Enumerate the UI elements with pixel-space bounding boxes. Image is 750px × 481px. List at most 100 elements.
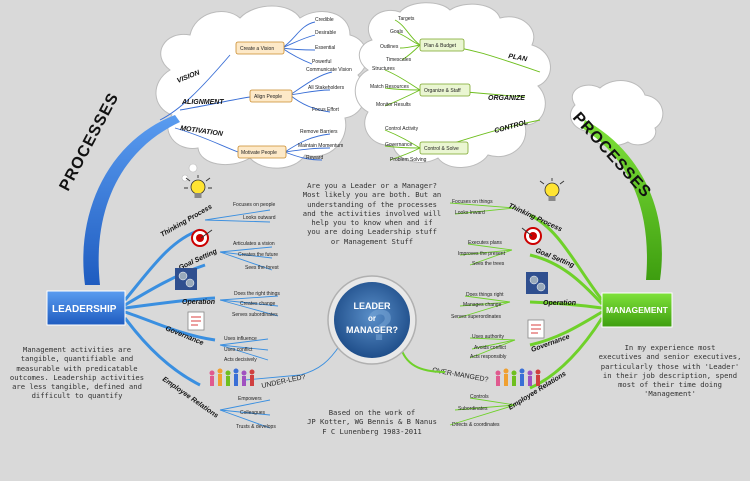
intro-line: help you to know when and if: [311, 218, 433, 228]
lightbulb-icon-left: [184, 175, 212, 198]
left-note-paragraph: Management activities are tangible, quan…: [2, 345, 152, 401]
m-manages-change: Manages change: [463, 302, 502, 308]
center-sphere[interactable]: ? LEADER or MANAGER?: [327, 275, 417, 365]
management-node[interactable]: [601, 292, 673, 328]
credits-paragraph: Based on the work of JP Kotter, WG Benni…: [292, 408, 452, 436]
intro-line: understanding of the processes: [307, 199, 437, 209]
document-icon-right: [527, 319, 545, 339]
m-subordinates: Subordinates: [458, 406, 488, 412]
intro-line: Are you a Leader or a Manager?: [307, 181, 437, 190]
intro-line: or Management Stuff: [330, 236, 414, 246]
leaf-all-stakeholders: All Stakeholders: [308, 85, 345, 91]
left-cloud-lines: [159, 21, 333, 161]
intro-line: you are doing Leadership stuff: [307, 227, 437, 237]
right-note-line: most of their time doing: [618, 380, 722, 390]
target-icon-left: [191, 229, 213, 247]
people-icon-left: [209, 368, 255, 386]
credits-line: Based on the work of: [328, 408, 416, 417]
leaf-credible: Credible: [315, 17, 334, 23]
leaf-outlines: Outlines: [380, 44, 399, 50]
l-creates-change: Creates change: [240, 301, 276, 307]
m-branch-operation: Operation: [543, 300, 576, 307]
left-note-line: are less tangible, defined and: [12, 382, 142, 392]
target-icon-right: [521, 227, 542, 245]
l-articulates-vision: Articulates a vision: [233, 241, 275, 247]
right-note-line: particularly those with 'Leader': [600, 361, 740, 371]
box-create-vision-label: Create a Vision: [240, 46, 274, 52]
leaf-reward: Reward: [306, 155, 323, 161]
left-note-line: tangible, quantifiable and: [20, 354, 134, 364]
management-title: MANAGEMENT: [606, 305, 669, 315]
leaf-goals: Goals: [390, 29, 404, 35]
l-uses-influence: Uses influence: [224, 336, 257, 342]
credits-line: F C Lunenberg 1983-2011: [322, 426, 422, 436]
leadership-branches: [123, 228, 216, 387]
m-controls: Controls: [470, 394, 489, 400]
leaf-maintain-momentum: Maintain Momentum: [298, 143, 343, 149]
gears-icon-left: [175, 268, 197, 290]
lightbulb-icon-right: [539, 178, 565, 201]
m-looks-inward: Looks Inward: [455, 210, 485, 216]
leaf-governance: Governance: [385, 142, 412, 148]
leaf-timescales: Timescales: [386, 57, 412, 63]
box-control-solve[interactable]: [419, 141, 469, 155]
l-focuses-people: Focuses on people: [233, 202, 275, 208]
leaf-targets: Targets: [398, 16, 415, 22]
branch-alignment: ALIGNMENT: [181, 99, 224, 106]
over-managed-tag: OVER-MANGED?: [432, 367, 489, 384]
l-looks-outward: Looks outward: [243, 215, 276, 221]
center-line1: LEADER: [353, 301, 391, 311]
l-empowers: Empowers: [238, 396, 262, 402]
box-organize-staff[interactable]: [419, 83, 471, 97]
leaf-control-activity: Control Activity: [385, 126, 419, 132]
center-line3: MANAGER?: [346, 325, 398, 335]
leaf-powerful: Powerful: [312, 59, 331, 65]
box-motivate-people[interactable]: [237, 145, 287, 159]
left-note-line: Management activities are: [22, 345, 132, 354]
intro-paragraph: Are you a Leader or a Manager? Most like…: [292, 181, 452, 246]
leaf-focus-effort: Focus Effort: [312, 107, 339, 113]
leaf-monitor-results: Monitor Results: [376, 102, 411, 108]
m-acts-responsibly: Acts responsibly: [470, 354, 507, 360]
branch-organize: ORGANIZE: [488, 95, 525, 102]
box-align-people[interactable]: [249, 89, 293, 103]
leadership-node[interactable]: [46, 290, 126, 326]
right-note-line: in their job description, spend: [602, 370, 738, 380]
m-directs-coordinates: Directs & coordinates: [452, 422, 500, 428]
cloud-small-left: [181, 163, 198, 182]
l-serves-subordinates: Serves subordinates: [232, 312, 278, 318]
m-improves-present: Improves the present: [458, 251, 506, 257]
l-colleagues: Colleagues: [240, 410, 266, 416]
l-right-things: Does the right things: [234, 291, 280, 297]
box-plan-budget[interactable]: [419, 38, 465, 52]
leadership-title: LEADERSHIP: [52, 304, 117, 315]
intro-line: Most likely you are both. But an: [302, 190, 442, 200]
leaf-problem-solving: Problem Solving: [390, 157, 427, 163]
l-creates-future: Creates the future: [238, 252, 278, 258]
right-note-line: In my experience most: [624, 343, 716, 352]
box-organize-staff-label: Organize & Staff: [424, 88, 461, 94]
m-avoids-conflict: Avoids conflict: [474, 345, 506, 351]
l-acts-decisively: Acts decisively: [224, 357, 257, 363]
m-executes-plans: Executes plans: [468, 240, 502, 246]
right-note-line: 'Management': [644, 389, 696, 399]
right-note-paragraph: In my experience most executives and sen…: [592, 343, 748, 399]
branch-plan: PLAN: [508, 53, 529, 63]
left-process-arc: [83, 115, 180, 285]
left-note-line: measurable with predicatable: [16, 363, 138, 373]
m-things-right: Does things right: [466, 292, 504, 298]
box-create-vision[interactable]: [235, 41, 285, 55]
leaf-communicate-vision: Communicate Vision: [306, 67, 352, 73]
l-trusts-develops: Trusts & develops: [236, 424, 276, 430]
document-icon-left: [187, 311, 205, 331]
box-motivate-people-label: Motivate People: [241, 150, 277, 156]
intro-line: and the activities involved will: [302, 208, 442, 218]
m-uses-authority: Uses authority: [472, 334, 504, 340]
m-sees-trees: Sees the trees: [472, 261, 505, 267]
under-led-connector: [299, 344, 341, 376]
leaf-match-resources: Match Resources: [370, 84, 409, 90]
right-process-arc: [582, 120, 662, 280]
management-leaf-lines: [449, 202, 516, 426]
